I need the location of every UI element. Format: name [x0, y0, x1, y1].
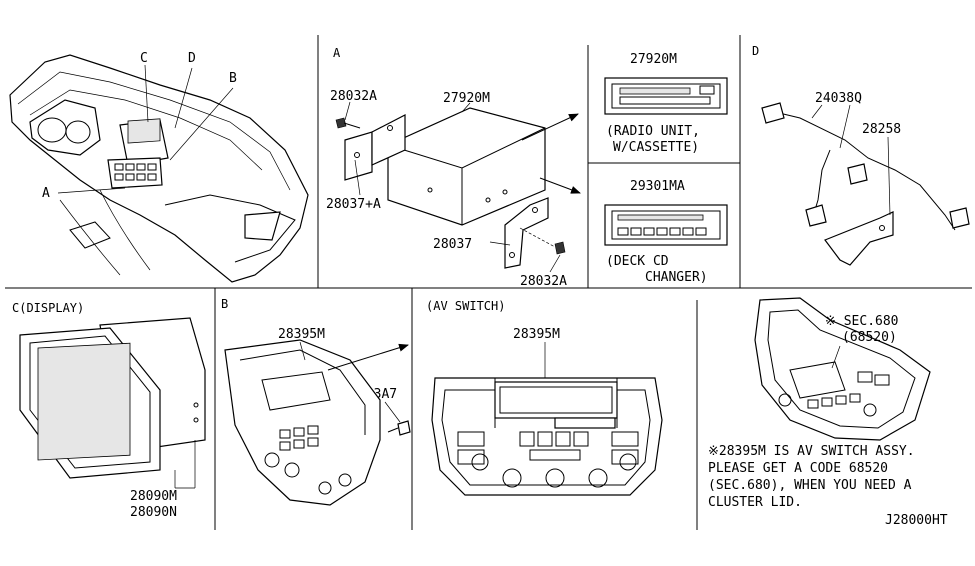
part-28037: 28037	[433, 237, 472, 252]
dashboard-overview-illustration	[9, 54, 309, 283]
section-d-label: D	[752, 44, 759, 58]
callout-a: A	[42, 186, 50, 201]
arrow-to-cassette-unit	[521, 113, 579, 141]
av-switch-assembly-illustration	[431, 377, 663, 496]
screw-top-illustration	[335, 117, 361, 129]
part-28032a-top: 28032A	[330, 89, 377, 104]
panel-dividers	[5, 35, 972, 530]
av-switch-title: (AV SWITCH)	[426, 299, 505, 313]
cluster-sec-680: ※ SEC.680	[825, 314, 899, 329]
radio-unit-illustration	[387, 107, 546, 226]
clip-283a7-illustration	[387, 420, 411, 436]
variant-cassette-caption-2: W/CASSETTE)	[613, 140, 699, 155]
cd-changer-face-illustration	[604, 204, 728, 246]
note-line-2: PLEASE GET A CODE 68520	[708, 461, 888, 476]
part-28258: 28258	[862, 122, 901, 137]
bracket-right-illustration	[504, 197, 549, 269]
callout-c: C	[140, 51, 148, 66]
part-28090m: 28090M	[130, 489, 177, 504]
part-27920m-radio: 27920M	[443, 91, 490, 106]
section-a-label: A	[333, 46, 341, 60]
part-28037-a: 28037+A	[326, 197, 381, 212]
screw-bottom-illustration	[519, 227, 566, 255]
bracket-left-illustration	[344, 114, 406, 181]
diagram-code: J28000HT	[885, 513, 948, 528]
cluster-code-68520: (68520)	[842, 330, 897, 345]
cluster-lid-b-illustration	[224, 339, 381, 506]
variant-cassette-part: 27920M	[630, 52, 677, 67]
section-b-label: B	[221, 297, 228, 311]
callout-b: B	[229, 71, 237, 86]
note-line-1: ※28395M IS AV SWITCH ASSY.	[708, 444, 915, 459]
note-line-4: CLUSTER LID.	[708, 495, 802, 510]
part-28032a-bottom: 28032A	[520, 274, 567, 289]
note-line-3: (SEC.680), WHEN YOU NEED A	[708, 478, 912, 493]
section-c-title: C(DISPLAY)	[12, 301, 84, 315]
callout-d: D	[188, 51, 196, 66]
part-24038q: 24038Q	[815, 91, 862, 106]
arrow-to-av-switch	[327, 343, 409, 371]
part-28395m-av: 28395M	[513, 327, 560, 342]
arrow-to-cd-changer	[539, 177, 581, 194]
cluster-lid-sec680-illustration	[754, 297, 931, 441]
part-28395m-b: 28395M	[278, 327, 325, 342]
variant-cd-caption-1: (DECK CD	[606, 254, 669, 269]
cassette-radio-face-illustration	[604, 77, 728, 115]
wire-harness-illustration	[761, 102, 970, 266]
variant-cassette-caption-1: (RADIO UNIT,	[606, 124, 700, 139]
variant-cd-part: 29301MA	[630, 179, 685, 194]
variant-cd-caption-2: CHANGER)	[645, 270, 708, 285]
display-unit-illustration	[19, 317, 206, 479]
part-28090n: 28090N	[130, 505, 177, 520]
